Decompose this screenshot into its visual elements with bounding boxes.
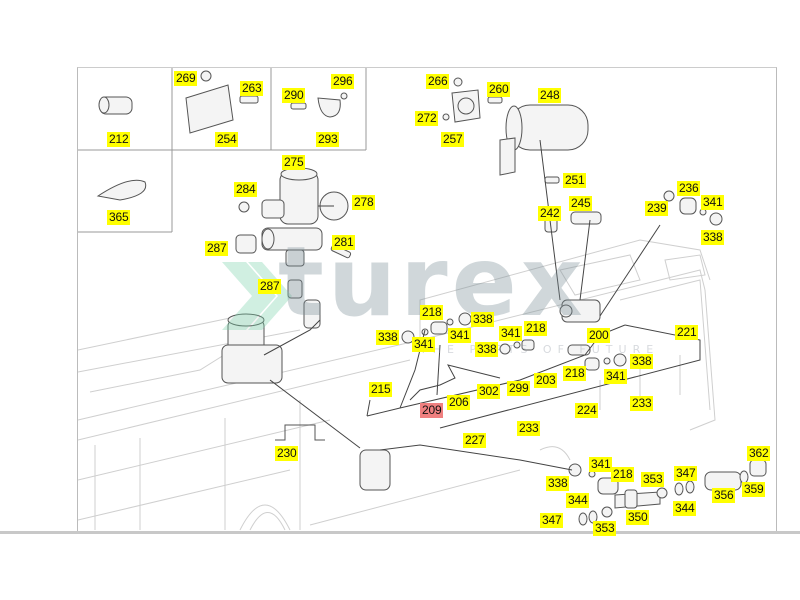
part-label-257[interactable]: 257: [441, 132, 465, 147]
part-label-263[interactable]: 263: [240, 81, 264, 96]
part-label-218[interactable]: 218: [524, 321, 548, 336]
part-label-203[interactable]: 203: [534, 373, 558, 388]
part-label-347[interactable]: 347: [540, 513, 564, 528]
part-label-230[interactable]: 230: [275, 446, 299, 461]
part-label-218[interactable]: 218: [563, 366, 587, 381]
part-label-218[interactable]: 218: [420, 305, 444, 320]
part-label-341[interactable]: 341: [604, 369, 628, 384]
part-label-275[interactable]: 275: [282, 155, 306, 170]
part-label-233[interactable]: 233: [630, 396, 654, 411]
part-label-353[interactable]: 353: [593, 521, 617, 536]
part-label-260[interactable]: 260: [487, 82, 511, 97]
part-label-287[interactable]: 287: [205, 241, 229, 256]
part-label-350[interactable]: 350: [626, 510, 650, 525]
part-label-341[interactable]: 341: [448, 328, 472, 343]
part-label-209-selected[interactable]: 209: [420, 403, 444, 418]
part-label-266[interactable]: 266: [426, 74, 450, 89]
part-label-344[interactable]: 344: [673, 501, 697, 516]
part-label-236[interactable]: 236: [677, 181, 701, 196]
part-label-218[interactable]: 218: [611, 467, 635, 482]
part-label-245[interactable]: 245: [569, 196, 593, 211]
part-label-353[interactable]: 353: [641, 472, 665, 487]
part-label-344[interactable]: 344: [566, 493, 590, 508]
part-label-296[interactable]: 296: [331, 74, 355, 89]
part-label-224[interactable]: 224: [575, 403, 599, 418]
diagram-frame: [77, 67, 777, 532]
part-label-338[interactable]: 338: [376, 330, 400, 345]
part-label-221[interactable]: 221: [675, 325, 699, 340]
part-label-338[interactable]: 338: [546, 476, 570, 491]
part-label-341[interactable]: 341: [412, 337, 436, 352]
part-label-281[interactable]: 281: [332, 235, 356, 250]
part-label-293[interactable]: 293: [316, 132, 340, 147]
part-label-341[interactable]: 341: [499, 326, 523, 341]
part-label-233[interactable]: 233: [517, 421, 541, 436]
part-label-242[interactable]: 242: [538, 206, 562, 221]
part-label-338[interactable]: 338: [471, 312, 495, 327]
part-label-290[interactable]: 290: [282, 88, 306, 103]
part-label-299[interactable]: 299: [507, 381, 531, 396]
part-label-272[interactable]: 272: [415, 111, 439, 126]
part-label-284[interactable]: 284: [234, 182, 258, 197]
part-label-251[interactable]: 251: [563, 173, 587, 188]
part-label-338[interactable]: 338: [630, 354, 654, 369]
part-label-200[interactable]: 200: [587, 328, 611, 343]
part-label-278[interactable]: 278: [352, 195, 376, 210]
part-label-356[interactable]: 356: [712, 488, 736, 503]
part-label-227[interactable]: 227: [463, 433, 487, 448]
part-label-215[interactable]: 215: [369, 382, 393, 397]
part-label-347[interactable]: 347: [674, 466, 698, 481]
part-label-302[interactable]: 302: [477, 384, 501, 399]
part-label-206[interactable]: 206: [447, 395, 471, 410]
bottom-divider: [0, 531, 800, 534]
watermark-tagline: THE PARTS OF FUTURE: [420, 343, 660, 356]
part-label-269[interactable]: 269: [174, 71, 198, 86]
part-label-239[interactable]: 239: [645, 201, 669, 216]
part-label-287[interactable]: 287: [258, 279, 282, 294]
part-label-254[interactable]: 254: [215, 132, 239, 147]
part-label-338[interactable]: 338: [701, 230, 725, 245]
part-label-248[interactable]: 248: [538, 88, 562, 103]
part-label-359[interactable]: 359: [742, 482, 766, 497]
part-label-365[interactable]: 365: [107, 210, 131, 225]
part-label-341[interactable]: 341: [701, 195, 725, 210]
part-label-338[interactable]: 338: [475, 342, 499, 357]
part-label-341[interactable]: 341: [589, 457, 613, 472]
part-label-212[interactable]: 212: [107, 132, 131, 147]
part-label-362[interactable]: 362: [747, 446, 771, 461]
